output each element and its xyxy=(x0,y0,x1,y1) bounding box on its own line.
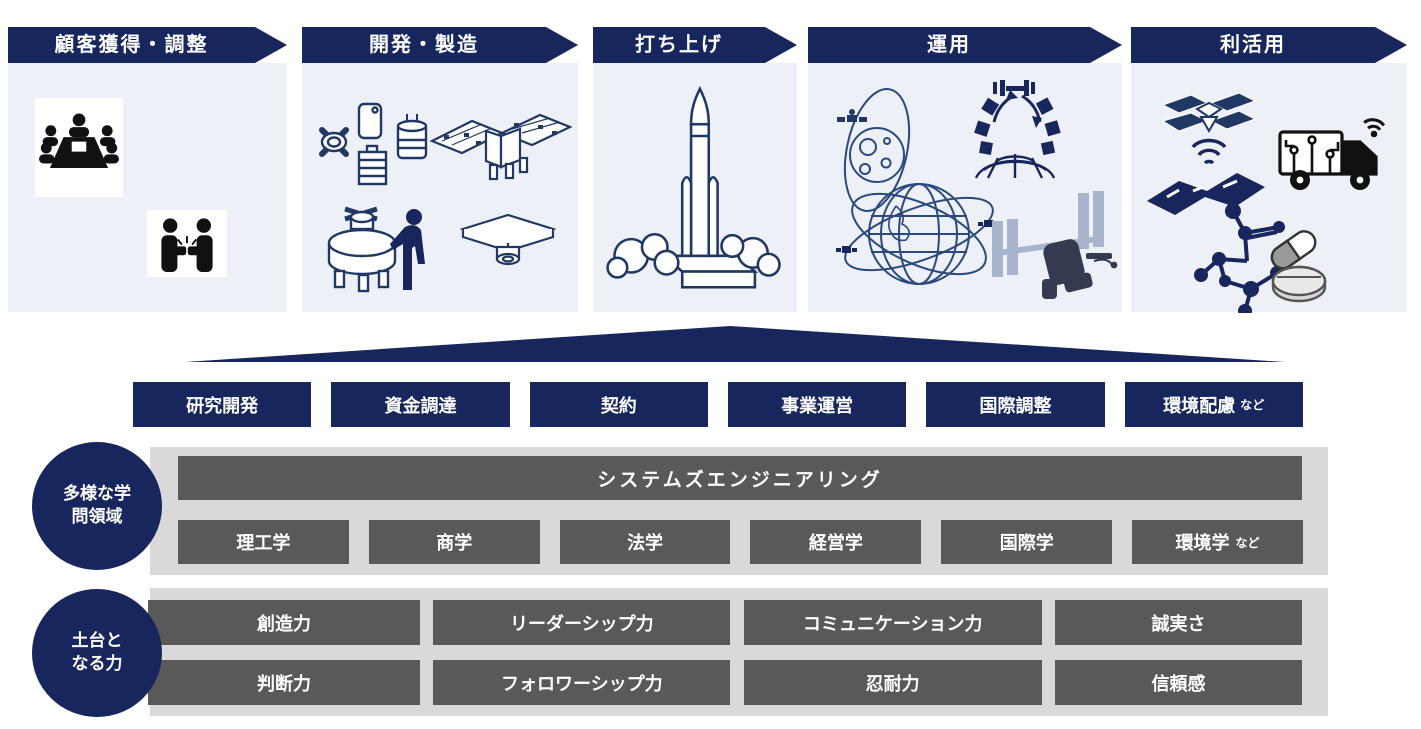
stage-customer-label: 顧客獲得・調整 xyxy=(54,34,209,56)
field-commerce: 商学 xyxy=(368,520,540,564)
arrow-tip xyxy=(255,27,287,63)
stage-operation: 運用 xyxy=(808,27,1122,312)
stage-launch-header: 打ち上げ xyxy=(593,27,797,63)
bus-module-icon xyxy=(460,213,556,266)
systems-engineering-bar: システムズエンジニアリング xyxy=(178,456,1302,500)
skill-judgment: 判断力 xyxy=(148,660,420,705)
constellation-icon xyxy=(974,80,1061,179)
stage-development-body xyxy=(302,63,578,312)
function-international: 国際調整 xyxy=(926,382,1105,427)
function-business: 事業運営 xyxy=(727,382,907,427)
space-station-icon xyxy=(992,191,1118,299)
arrow-tip xyxy=(765,27,797,63)
stage-development-label: 開発・製造 xyxy=(369,34,479,56)
function-rnd: 研究開発 xyxy=(133,382,312,427)
stage-customer-header: 顧客獲得・調整 xyxy=(8,27,287,63)
function-contract: 契約 xyxy=(529,382,708,427)
academic-fields-row: 理工学 商学 法学 経営学 国際学 環境学など xyxy=(133,520,1303,564)
stage-customer: 顧客獲得・調整 xyxy=(8,27,287,312)
foundation-circle: 土台と なる力 xyxy=(32,589,162,717)
arrow-tip xyxy=(1375,27,1407,63)
pharma-molecule-icon xyxy=(1194,203,1327,313)
meeting-icon xyxy=(39,112,119,168)
stage-customer-body xyxy=(8,63,287,312)
stage-operation-label: 運用 xyxy=(927,34,971,56)
function-funding: 資金調達 xyxy=(331,382,510,427)
arrow-tip xyxy=(546,27,578,63)
field-international: 国際学 xyxy=(941,520,1113,564)
field-law: 法学 xyxy=(559,520,731,564)
earth-orbits-icon xyxy=(836,183,999,285)
stage-launch: 打ち上げ xyxy=(593,27,797,312)
skill-perseverance: 忍耐力 xyxy=(743,660,1042,705)
handshake-icon xyxy=(161,217,213,272)
connected-truck-icon xyxy=(1278,118,1386,190)
lunar-orbit-icon xyxy=(837,88,911,212)
skill-leadership: リーダーシップ力 xyxy=(433,600,731,645)
stage-utilization-label: 利活用 xyxy=(1220,34,1286,56)
stage-development: 開発・製造 xyxy=(302,27,578,312)
stage-launch-body xyxy=(593,63,797,312)
stage-development-header: 開発・製造 xyxy=(302,27,578,63)
funnel-triangle xyxy=(185,326,1285,362)
components-icon xyxy=(319,102,428,186)
stage-utilization: 利活用 xyxy=(1131,27,1407,313)
assembly-icon xyxy=(327,206,425,293)
skill-followership: フォロワーシップ力 xyxy=(433,660,731,705)
academic-circle: 多様な学 問領域 xyxy=(32,442,162,570)
satellite-panels-icon xyxy=(430,113,572,181)
stage-utilization-body xyxy=(1131,63,1407,313)
rocket-launch-icon xyxy=(606,86,781,289)
foundation-row-2: 判断力 フォロワーシップ力 忍耐力 信頼感 xyxy=(148,660,1302,705)
function-environment: 環境配慮など xyxy=(1124,382,1303,427)
skill-integrity: 誠実さ xyxy=(1054,600,1302,645)
stage-operation-header: 運用 xyxy=(808,27,1122,63)
functions-row: 研究開発 資金調達 契約 事業運営 国際調整 環境配慮など xyxy=(133,382,1303,427)
foundation-row-1: 創造力 リーダーシップ力 コミュニケーション力 誠実さ xyxy=(148,600,1302,645)
stage-launch-label: 打ち上げ xyxy=(635,34,723,56)
field-environment: 環境学など xyxy=(1132,520,1303,564)
field-science-engineering: 理工学 xyxy=(178,520,349,564)
arrow-tip xyxy=(1090,27,1122,63)
skill-communication: コミュニケーション力 xyxy=(743,600,1042,645)
skill-creativity: 創造力 xyxy=(148,600,420,645)
skill-trust: 信頼感 xyxy=(1054,660,1302,705)
stage-operation-body xyxy=(808,63,1122,312)
field-management: 経営学 xyxy=(750,520,922,564)
stage-utilization-header: 利活用 xyxy=(1131,27,1407,63)
